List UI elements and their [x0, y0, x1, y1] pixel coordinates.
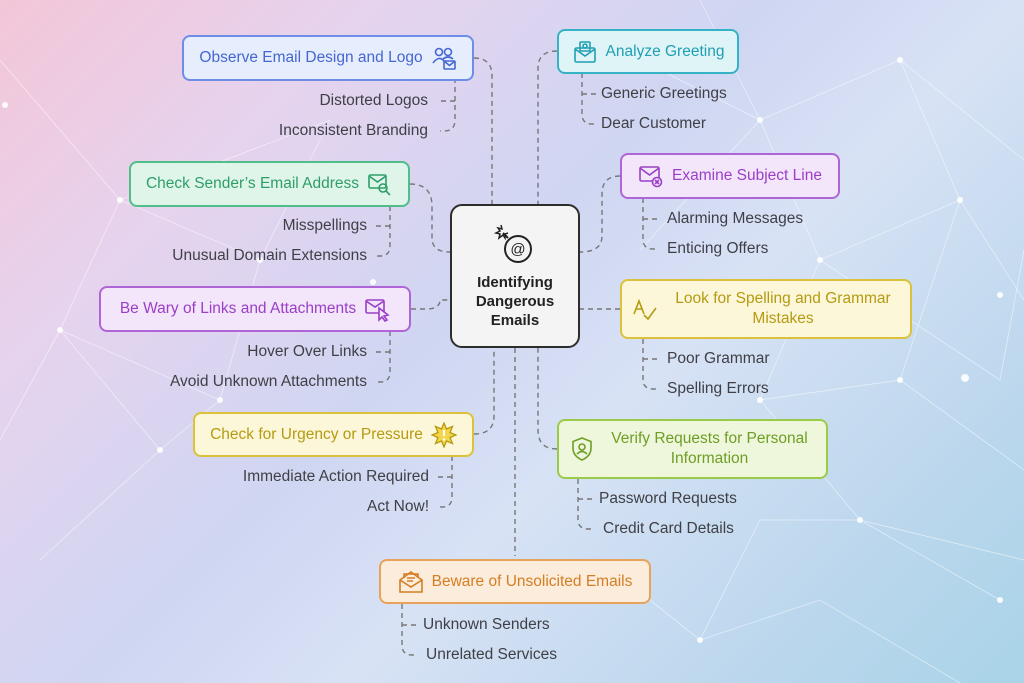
leaf-act-now: Act Now! — [366, 498, 429, 515]
svg-text:@: @ — [510, 241, 525, 258]
branch-personal[interactable]: Verify Requests for Personal Information — [557, 419, 828, 479]
leaf-inconsistent-branding: Inconsistent Branding — [278, 122, 428, 139]
branch-spelling[interactable]: Look for Spelling and Grammar Mistakes — [620, 279, 912, 339]
leaf-alarming-messages: Alarming Messages — [667, 210, 804, 227]
leaf-poor-grammar: Poor Grammar — [667, 350, 770, 367]
branch-label: Beware of Unsolicited Emails — [431, 572, 633, 590]
branch-sender[interactable]: Check Sender’s Email Address — [129, 161, 410, 207]
mail-pointer-icon — [364, 296, 390, 322]
branch-label: Check Sender’s Email Address — [145, 175, 360, 192]
leaf-avoid-unknown-attachments: Avoid Unknown Attachments — [169, 373, 367, 390]
central-topic: @ Identifying Dangerous Emails — [450, 204, 580, 348]
branch-label: Check for Urgency or Pressure — [210, 425, 423, 443]
branch-greeting[interactable]: Analyze Greeting — [557, 29, 739, 74]
leaf-password-requests: Password Requests — [599, 490, 737, 507]
leaf-spelling-errors: Spelling Errors — [667, 380, 769, 397]
shield-user-icon — [569, 436, 595, 462]
branch-label: Verify Requests for Personal Information — [611, 430, 808, 467]
branch-label: Observe Email Design and Logo — [199, 49, 423, 66]
leaf-generic-greetings: Generic Greetings — [601, 85, 727, 102]
leaf-immediate-action: Immediate Action Required — [242, 468, 429, 485]
branch-label: Examine Subject Line — [672, 167, 822, 184]
bomb-at-icon: @ — [493, 224, 532, 263]
envelope-badge-icon — [572, 39, 598, 65]
branch-urgency[interactable]: Check for Urgency or Pressure — [193, 412, 474, 457]
leaf-credit-card-details: Credit Card Details — [603, 520, 734, 537]
branch-label: Analyze Greeting — [605, 42, 725, 60]
leaf-unrelated-services: Unrelated Services — [426, 646, 557, 663]
mail-search-icon — [367, 171, 393, 197]
leaf-unknown-senders: Unknown Senders — [423, 616, 550, 633]
branch-subject[interactable]: Examine Subject Line — [620, 153, 840, 199]
open-mail-icon — [398, 569, 424, 595]
branch-links[interactable]: Be Wary of Links and Attachments — [99, 286, 411, 332]
branch-design[interactable]: Observe Email Design and Logo — [182, 35, 474, 81]
leaf-misspellings: Misspellings — [282, 217, 367, 234]
central-topic-title: Identifying Dangerous Emails — [475, 273, 555, 329]
mail-x-icon — [638, 163, 664, 189]
leaf-distorted-logos: Distorted Logos — [319, 92, 428, 109]
leaf-dear-customer: Dear Customer — [601, 115, 707, 132]
spellcheck-icon — [632, 296, 658, 322]
leaf-hover-over-links: Hover Over Links — [247, 343, 367, 360]
alert-burst-icon — [430, 421, 457, 448]
branch-label: Be Wary of Links and Attachments — [119, 300, 357, 317]
leaf-enticing-offers: Enticing Offers — [667, 240, 769, 257]
people-mail-icon — [431, 45, 457, 71]
leaf-unusual-domain: Unusual Domain Extensions — [172, 247, 367, 264]
branch-unsolicited[interactable]: Beware of Unsolicited Emails — [379, 559, 651, 604]
branch-label: Look for Spelling and Grammar Mistakes — [675, 290, 891, 327]
